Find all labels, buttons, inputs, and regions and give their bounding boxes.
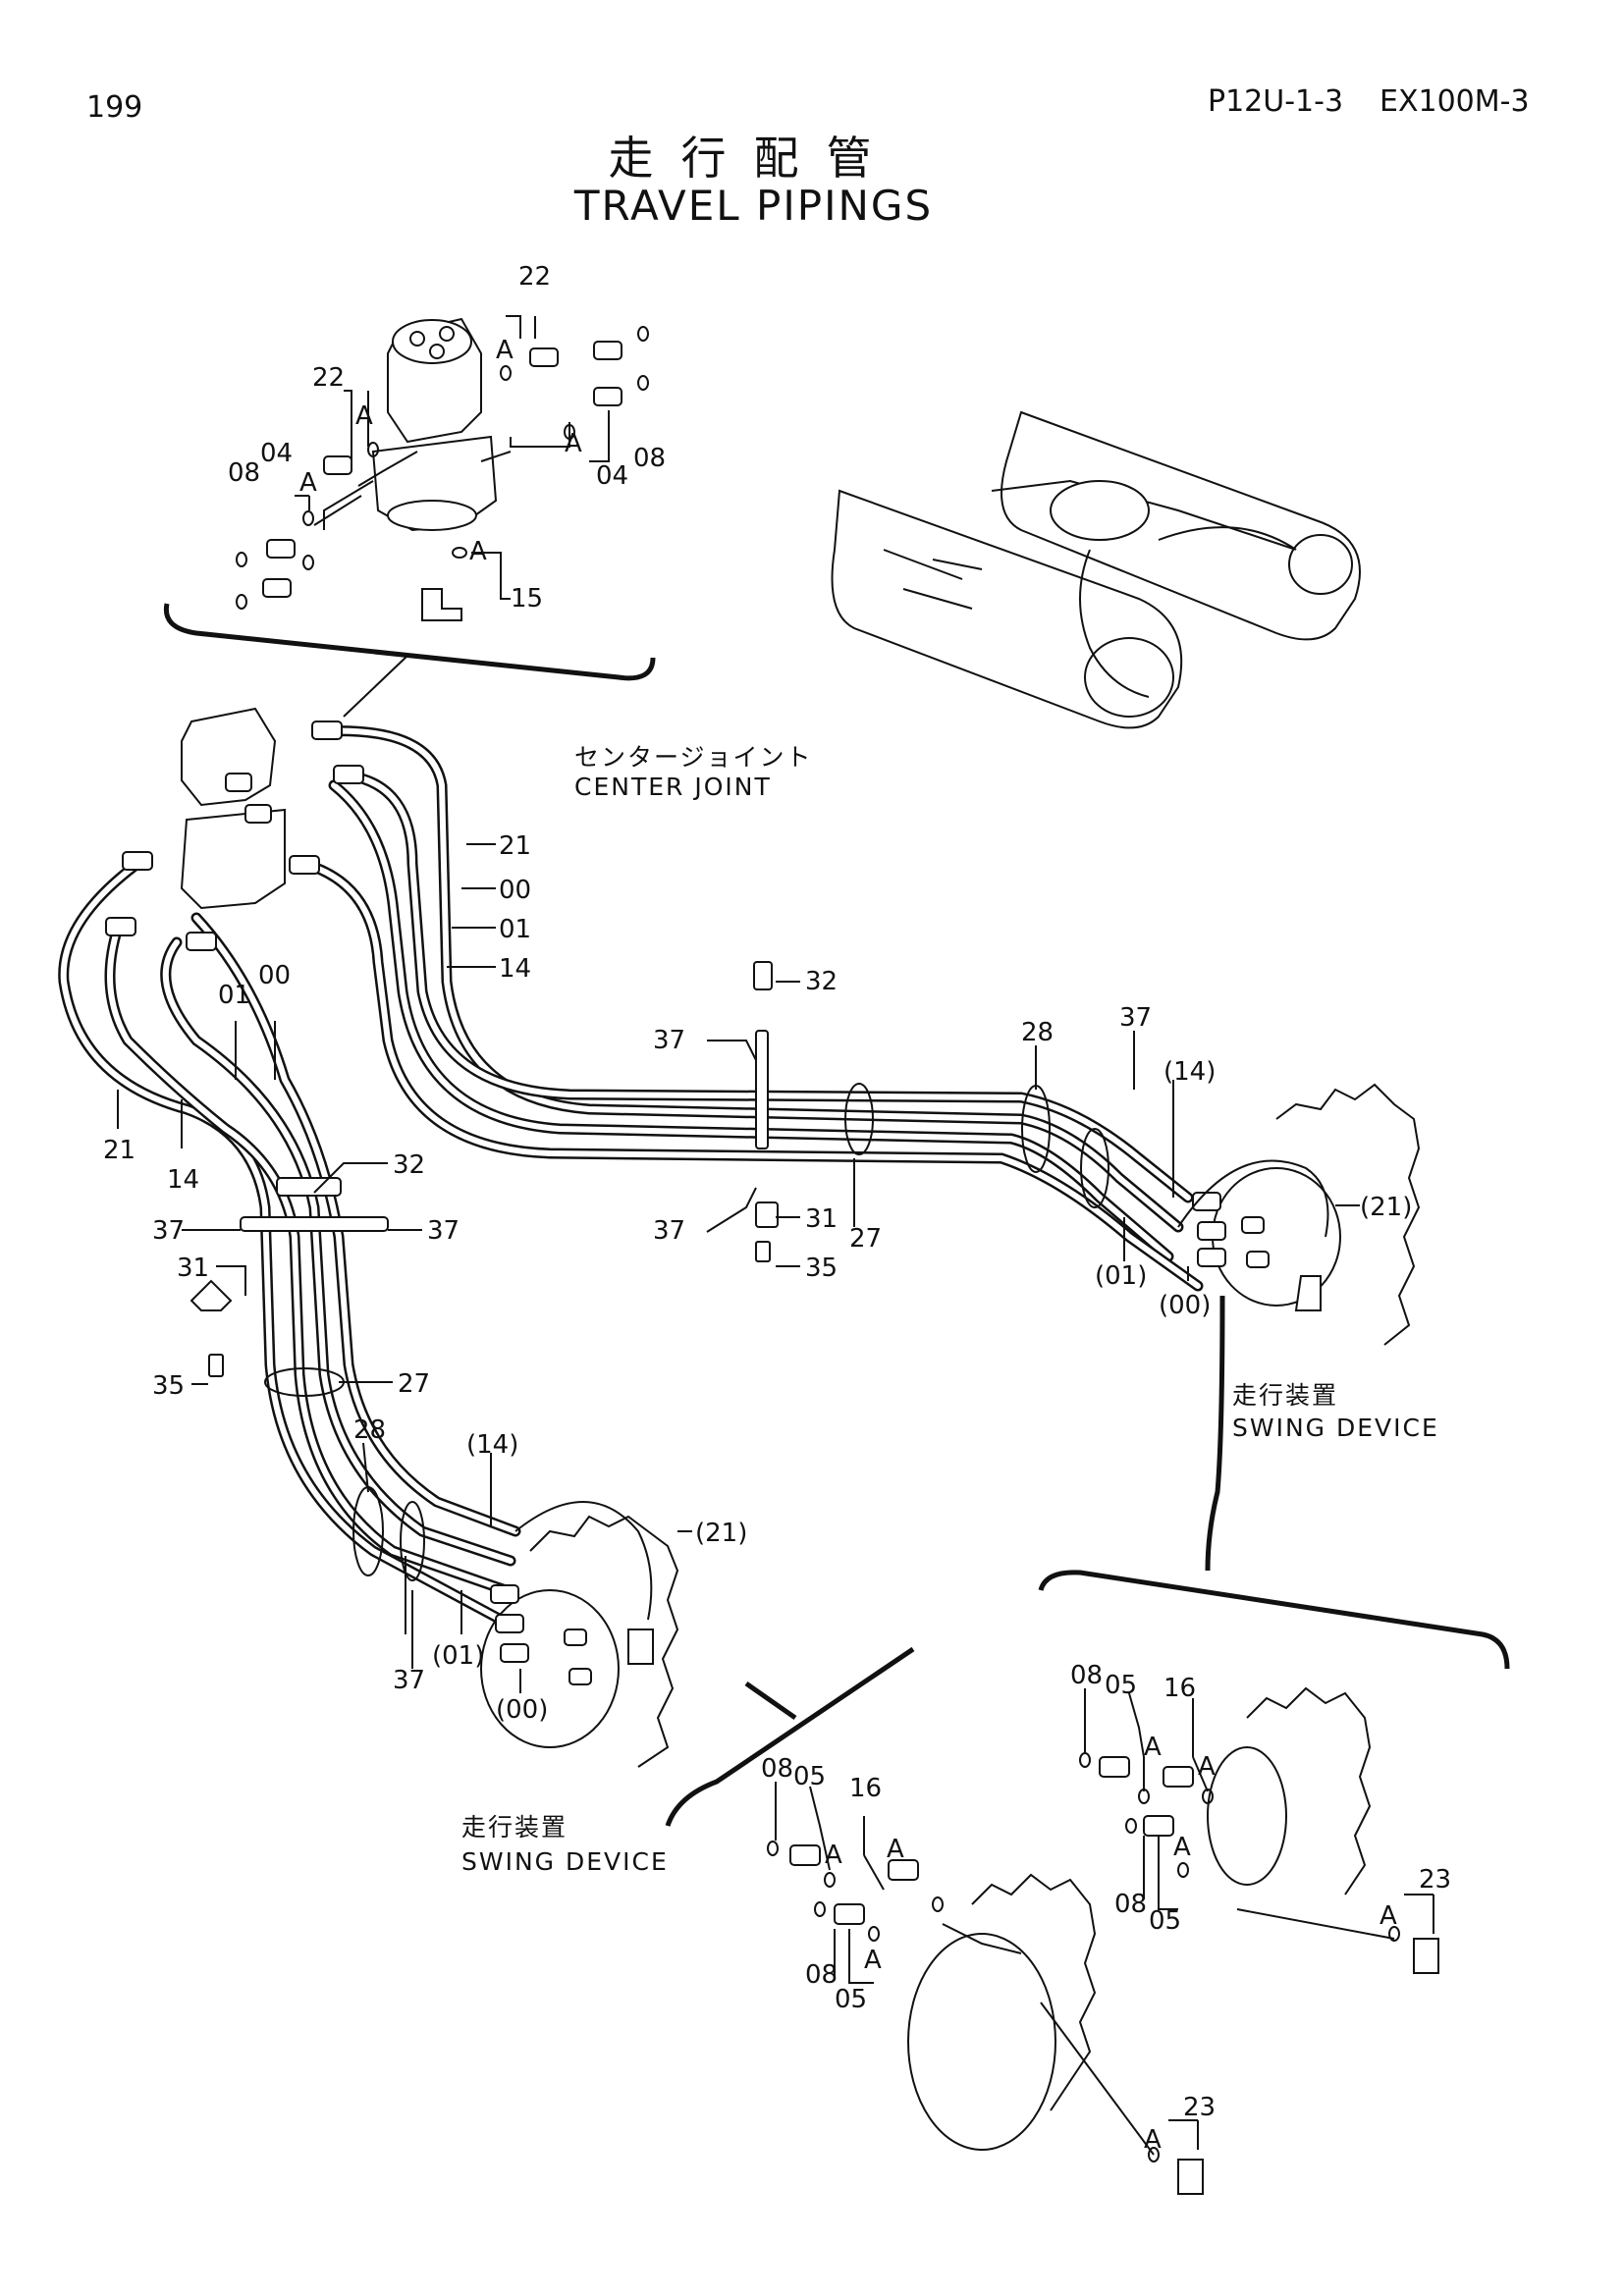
callout: 23 xyxy=(1419,1865,1451,1895)
callout: 01 xyxy=(499,915,531,944)
callout: 23 xyxy=(1183,2093,1216,2122)
callout: A xyxy=(1173,1833,1191,1862)
swing-device-detail-left: 08 05 16 A A A 08 05 23 A xyxy=(665,1646,1216,2195)
callout: 04 xyxy=(596,461,628,491)
page-number: 199 xyxy=(86,90,143,125)
callout: 37 xyxy=(653,1026,685,1055)
callout: A xyxy=(355,401,373,431)
callout: 00 xyxy=(258,961,291,990)
callout: 37 xyxy=(1119,1003,1152,1033)
callout: (14) xyxy=(466,1430,518,1460)
callout: A xyxy=(565,429,582,458)
swing-device-label-en: SWING DEVICE xyxy=(461,1847,669,1876)
callout: 27 xyxy=(849,1224,882,1254)
callout: 14 xyxy=(167,1165,199,1195)
callout: A xyxy=(496,336,514,365)
callout: 08 xyxy=(228,458,260,488)
callout: 01 xyxy=(218,981,250,1010)
swing-device-label-en: SWING DEVICE xyxy=(1232,1414,1439,1442)
callout: A xyxy=(864,1946,882,1975)
callout: 28 xyxy=(353,1415,386,1445)
callout: 08 xyxy=(633,444,666,473)
document-code: P12U-1-3 xyxy=(1208,84,1344,119)
main-piping: 21 00 01 14 01 00 21 14 32 37 37 31 35 2… xyxy=(58,707,1439,1876)
callout: 35 xyxy=(152,1371,185,1401)
callout: 05 xyxy=(1149,1906,1181,1936)
callout: A xyxy=(825,1841,842,1870)
callout: (14) xyxy=(1163,1057,1216,1087)
callout: 37 xyxy=(653,1216,685,1246)
callout: 32 xyxy=(393,1150,425,1180)
title-english: TRAVEL PIPINGS xyxy=(573,182,934,230)
callout: 08 xyxy=(761,1754,793,1784)
callout: 05 xyxy=(835,1985,867,2014)
callout: A xyxy=(469,537,487,566)
callout: (21) xyxy=(695,1519,747,1548)
callout: 00 xyxy=(499,876,531,905)
callout: A xyxy=(1144,2125,1162,2155)
callout: 31 xyxy=(177,1254,209,1283)
callout: 16 xyxy=(1163,1674,1196,1703)
callout: 32 xyxy=(805,967,838,996)
swing-device-label-ja: 走行装置 xyxy=(1232,1381,1338,1410)
callout: A xyxy=(299,468,317,498)
callout: (00) xyxy=(1159,1291,1211,1320)
callout: 08 xyxy=(1114,1890,1147,1919)
callout: A xyxy=(887,1835,904,1864)
crawler-overview xyxy=(831,410,1361,729)
model-code: EX100M-3 xyxy=(1380,84,1530,119)
callout: 14 xyxy=(499,954,531,984)
callout: 35 xyxy=(805,1254,838,1283)
callout: 16 xyxy=(849,1774,882,1803)
callout: 21 xyxy=(499,831,531,861)
title-japanese: 走行配管 xyxy=(608,132,899,185)
callout: 08 xyxy=(805,1960,838,1990)
callout: 27 xyxy=(398,1369,430,1399)
callout: 31 xyxy=(805,1204,838,1234)
callout: (01) xyxy=(1095,1261,1147,1291)
callout: 37 xyxy=(152,1216,185,1246)
callout: 08 xyxy=(1070,1661,1103,1690)
callout: A xyxy=(1380,1901,1397,1931)
callout: 21 xyxy=(103,1136,135,1165)
callout: 05 xyxy=(793,1762,826,1791)
callout: 28 xyxy=(1021,1018,1054,1047)
swing-device-label-ja: 走行装置 xyxy=(461,1813,568,1842)
callout: (21) xyxy=(1360,1193,1412,1222)
center-joint-label-en: CENTER JOINT xyxy=(574,773,772,801)
callout: 22 xyxy=(312,363,345,393)
center-joint-label-ja: センタージョイント xyxy=(574,743,813,772)
callout: 37 xyxy=(393,1666,425,1695)
callout: A xyxy=(1144,1733,1162,1762)
callout: 37 xyxy=(427,1216,460,1246)
callout: 04 xyxy=(260,439,293,468)
callout: 05 xyxy=(1105,1671,1137,1700)
callout: 15 xyxy=(511,584,543,614)
center-joint-detail: 22 A 22 A 08 04 A A 04 08 A 15 xyxy=(163,262,666,718)
callout: A xyxy=(1198,1752,1216,1782)
swing-device-detail-right: 08 05 16 A A A 08 05 23 A xyxy=(1038,1295,1510,1974)
callout: 22 xyxy=(518,262,551,292)
callout: (01) xyxy=(432,1641,484,1671)
callout: (00) xyxy=(496,1695,548,1725)
